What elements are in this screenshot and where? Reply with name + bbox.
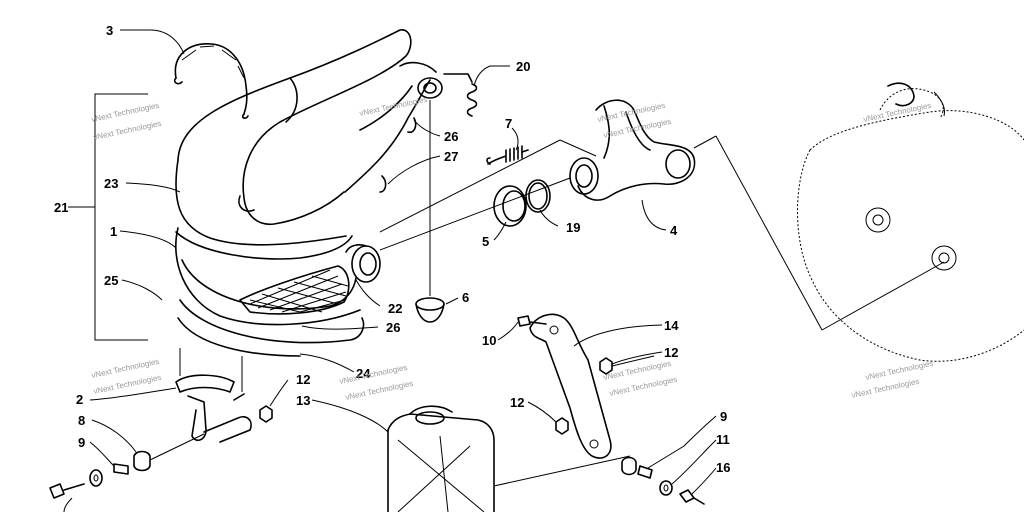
tank-part-13	[387, 405, 495, 512]
axis-line-upper-b	[559, 139, 597, 157]
part-label-8: 8	[78, 413, 85, 428]
group-21-bracket	[94, 93, 148, 341]
part-label-11: 11	[716, 432, 730, 447]
part-label-5: 5	[482, 234, 489, 249]
part-label-9-right: 9	[720, 409, 727, 424]
leader-4	[641, 199, 667, 231]
spring-part-20	[443, 73, 478, 117]
leader-25	[121, 279, 163, 301]
bushing-part-9-right	[621, 456, 653, 479]
leader-12-right	[611, 351, 663, 365]
exhaust-manifold-part-4	[569, 99, 696, 201]
tank-link	[493, 455, 631, 487]
engine-outline	[797, 82, 1024, 362]
part-label-16: 16	[716, 460, 730, 475]
leader-1	[119, 230, 177, 249]
part-label-26-top: 26	[444, 129, 458, 144]
axis-line-upper	[379, 139, 561, 233]
part-label-2: 2	[76, 392, 83, 407]
part-label-6: 6	[462, 290, 469, 305]
engine-link-b	[821, 261, 945, 331]
leader-5	[493, 221, 507, 241]
manifold-link	[693, 135, 717, 149]
leader-7	[511, 127, 519, 151]
leader-12-center	[527, 401, 557, 423]
leader-14	[573, 324, 663, 347]
leader-27	[387, 155, 441, 185]
leader-12-left	[269, 379, 289, 407]
leader-20	[473, 65, 510, 87]
outlet-stinger	[344, 61, 443, 193]
part-label-19: 19	[566, 220, 580, 235]
bolt-part-10	[517, 315, 547, 327]
bushing-part-8	[133, 450, 151, 472]
leader-16	[691, 467, 717, 495]
watermark: vNext Technologies	[865, 359, 935, 382]
part-label-23: 23	[104, 176, 118, 191]
expansion-chamber-part-1	[175, 29, 412, 357]
leader-12-right-extra	[611, 355, 655, 367]
leader-13	[311, 399, 389, 433]
part-label-12-right: 12	[664, 345, 678, 360]
gasket-part-5	[493, 185, 527, 227]
washer-left	[89, 469, 103, 487]
watermark: vNext Technologies	[93, 119, 163, 142]
left-bolt-leader	[63, 497, 73, 512]
leader-10	[497, 321, 519, 341]
left-axis	[149, 433, 205, 461]
leader-24	[299, 353, 355, 373]
bolt-left	[49, 483, 85, 499]
part-label-10: 10	[482, 333, 496, 348]
leader-26-top	[413, 119, 441, 137]
grommet-part-6	[415, 297, 445, 323]
part-label-22: 22	[388, 301, 402, 316]
bushing-part-9-left	[113, 463, 129, 475]
leader-3	[120, 29, 185, 55]
part-label-9-left: 9	[78, 435, 85, 450]
bracket-left	[187, 393, 252, 443]
part-label-12-center: 12	[510, 395, 524, 410]
leader-23	[125, 182, 181, 193]
watermark: vNext Technologies	[359, 95, 429, 118]
part-label-25: 25	[104, 273, 118, 288]
part-label-12-left: 12	[296, 372, 310, 387]
nut-part-12-center	[555, 417, 569, 435]
part-label-14: 14	[664, 318, 679, 333]
part-label-27: 27	[444, 149, 458, 164]
part-label-7: 7	[505, 116, 512, 131]
leader-2	[89, 387, 177, 401]
part-label-13: 13	[296, 393, 310, 408]
washer-part-11	[659, 480, 673, 496]
nut-part-12-right	[599, 357, 613, 375]
part-label-24: 24	[356, 366, 371, 381]
engine-link-a	[715, 135, 823, 331]
leader-19	[539, 209, 559, 227]
leader-9-right	[647, 415, 717, 469]
leader-11	[671, 439, 717, 485]
axis-line-inlet	[379, 177, 571, 251]
spring-part-7	[486, 145, 529, 165]
nut-part-12-left	[259, 405, 273, 423]
part-label-1: 1	[110, 224, 117, 239]
watermark: vNext Technologies	[851, 377, 921, 400]
leader-22	[355, 279, 381, 307]
part-label-21: 21	[54, 200, 68, 215]
part-label-20: 20	[516, 59, 530, 74]
spring-hook-part-3	[173, 43, 249, 119]
strap-part-2	[175, 374, 235, 393]
bolt-part-16	[679, 489, 705, 505]
leader-9-left	[89, 441, 115, 467]
leader-8	[91, 419, 137, 453]
leader-6	[445, 297, 459, 305]
part-label-3: 3	[106, 23, 113, 38]
mount-bracket-part-14	[529, 313, 612, 459]
part-label-4: 4	[670, 223, 678, 238]
seal-ring-part-19	[525, 179, 551, 213]
leader-26-bottom	[301, 325, 379, 330]
part-label-26-bottom: 26	[386, 320, 400, 335]
